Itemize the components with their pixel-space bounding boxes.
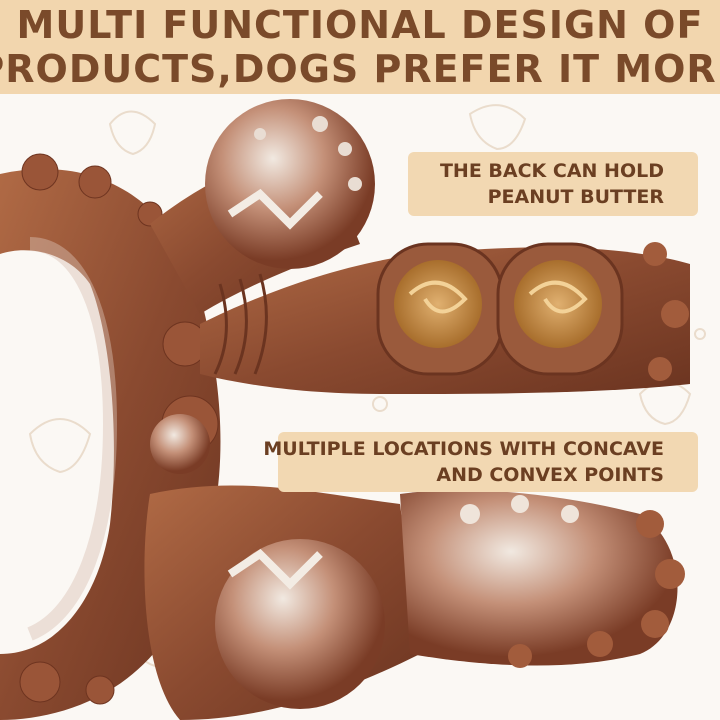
peanut-butter-section xyxy=(200,242,690,394)
header-title-line-2: PRODUCTS,DOGS PREFER IT MORE xyxy=(0,47,720,91)
callout-peanut-line-2: PEANUT BUTTER xyxy=(487,186,664,208)
header-title-line-1: MULTI FUNCTIONAL DESIGN OF xyxy=(16,3,704,47)
peanut-butter-fill xyxy=(514,260,602,348)
bubble-doodle-icon xyxy=(372,396,388,412)
shell-doodle-icon xyxy=(28,418,92,474)
upper-chew-arm xyxy=(150,99,375,314)
shell-doodle-icon xyxy=(108,110,157,156)
callout-concave-convex: MULTIPLE LOCATIONS WITH CONCAVE AND CONV… xyxy=(263,432,698,492)
callout-peanut-line-1: THE BACK CAN HOLD xyxy=(439,160,664,182)
callout-concave-line-1: MULTIPLE LOCATIONS WITH CONCAVE xyxy=(263,438,664,460)
peanut-butter-fill xyxy=(394,260,482,348)
shell-doodle-icon xyxy=(468,104,527,151)
dog-toy-illustration xyxy=(0,99,690,720)
lower-chew-arm xyxy=(144,485,685,720)
callout-peanut-butter: THE BACK CAN HOLD PEANUT BUTTER xyxy=(408,152,698,216)
callout-concave-line-2: AND CONVEX POINTS xyxy=(436,464,664,486)
header-banner: MULTI FUNCTIONAL DESIGN OF PRODUCTS,DOGS… xyxy=(0,0,720,94)
bubble-doodle-icon xyxy=(694,328,706,340)
